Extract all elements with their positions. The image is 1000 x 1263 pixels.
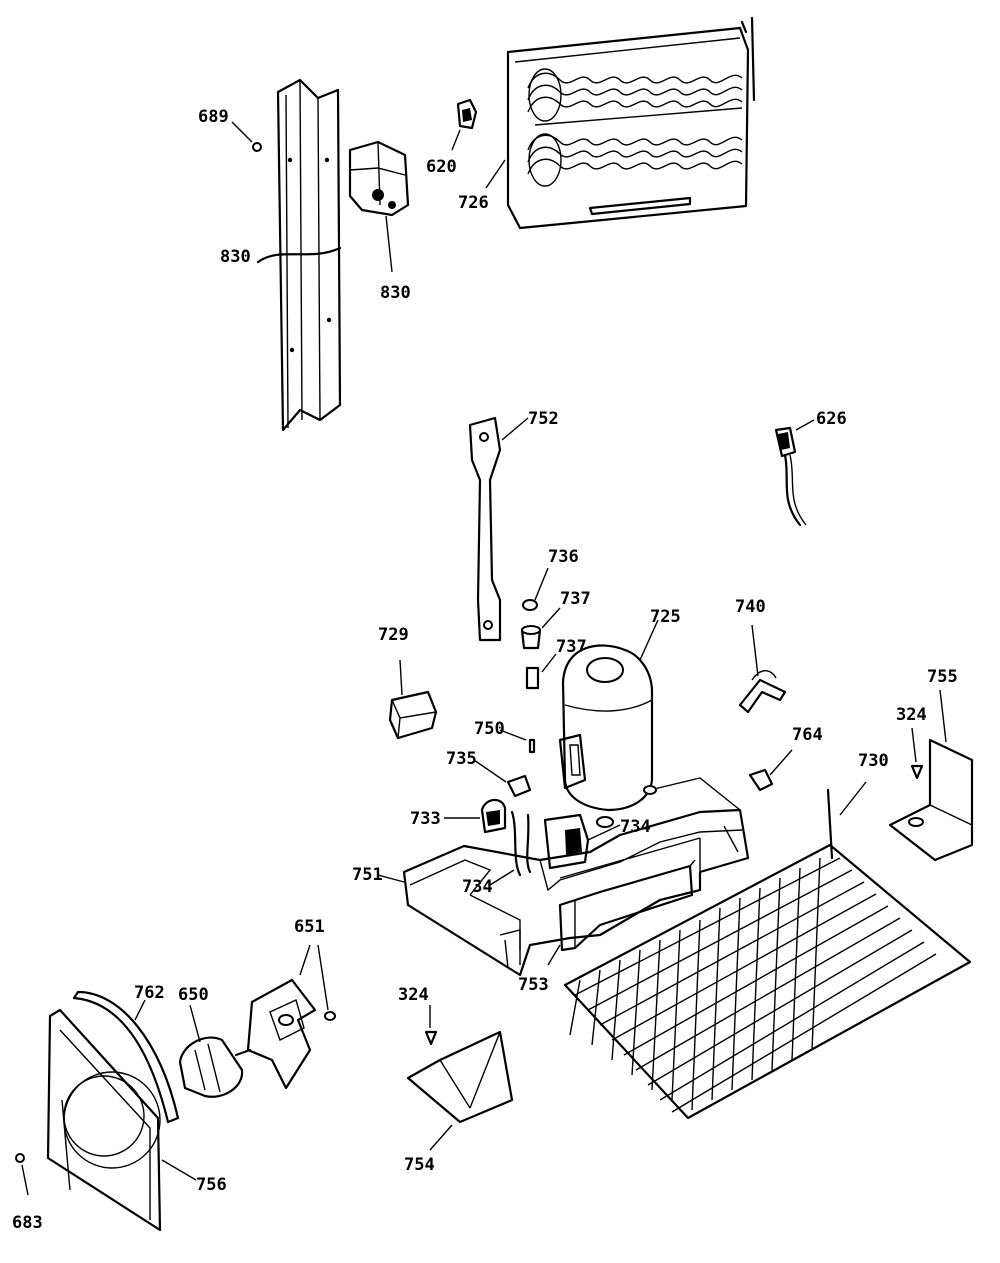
part-737-grommet-a[interactable] (520, 607, 561, 650)
part-683-screw[interactable] (15, 1153, 29, 1196)
part-750-screw[interactable] (499, 729, 536, 754)
callout-725: 725 (650, 607, 681, 627)
callout-751: 751 (352, 865, 383, 885)
part-830-channel[interactable] (256, 78, 342, 432)
callout-830-channel: 830 (220, 247, 251, 267)
part-830-bracket[interactable] (348, 140, 410, 273)
callout-324-b: 324 (398, 985, 429, 1005)
part-733-overload[interactable] (444, 798, 507, 834)
part-756-shroud[interactable] (46, 1008, 197, 1232)
callout-750: 750 (474, 719, 505, 739)
evaporator-coils (527, 68, 743, 187)
part-726-evaporator[interactable] (485, 16, 756, 230)
part-626-harness[interactable] (774, 419, 815, 527)
condenser-tubes (569, 857, 937, 1113)
callout-726: 726 (458, 193, 489, 213)
callout-755: 755 (927, 667, 958, 687)
callout-830-bracket: 830 (380, 283, 411, 303)
callout-733: 733 (410, 809, 441, 829)
part-651-fan[interactable] (246, 944, 336, 1090)
callout-729: 729 (378, 625, 409, 645)
callout-324-a: 324 (896, 705, 927, 725)
part-755-mount[interactable] (888, 689, 974, 862)
callout-689: 689 (198, 107, 229, 127)
callout-683: 683 (12, 1213, 43, 1233)
callout-737-a: 737 (560, 589, 591, 609)
part-764-clip[interactable] (748, 749, 793, 792)
callout-620: 620 (426, 157, 457, 177)
callout-650: 650 (178, 985, 209, 1005)
callout-626: 626 (816, 409, 847, 429)
part-324-screw-b[interactable] (424, 1005, 438, 1046)
part-729-relay[interactable] (388, 659, 438, 740)
callout-737-b: 737 (556, 637, 587, 657)
part-735-clip[interactable] (473, 759, 532, 798)
callout-734-a: 734 (620, 817, 651, 837)
part-754-mount[interactable] (406, 1030, 514, 1151)
callout-740: 740 (735, 597, 766, 617)
part-751-base-pan[interactable] (377, 777, 750, 977)
part-737-sleeve-b[interactable] (525, 653, 557, 690)
part-753-cover[interactable] (547, 859, 696, 966)
callout-736: 736 (548, 547, 579, 567)
callout-730: 730 (858, 751, 889, 771)
part-740-clip[interactable] (738, 624, 787, 714)
part-736-grommet[interactable] (522, 567, 549, 611)
part-734-wire-b[interactable] (489, 810, 532, 886)
callout-651: 651 (294, 917, 325, 937)
callout-735: 735 (446, 749, 477, 769)
part-689-screw[interactable] (231, 121, 262, 152)
callout-752: 752 (528, 409, 559, 429)
part-730-condenser[interactable] (563, 781, 972, 1120)
part-752-strap[interactable] (468, 416, 529, 642)
callout-754: 754 (404, 1155, 435, 1175)
part-650-motor[interactable] (178, 1004, 252, 1098)
part-620-clip[interactable] (451, 98, 478, 151)
callout-734-b: 734 (462, 877, 493, 897)
part-734-switch-a[interactable] (543, 813, 621, 870)
part-324-screw-a[interactable] (910, 727, 924, 780)
callout-753: 753 (518, 975, 549, 995)
callout-756: 756 (196, 1175, 227, 1195)
part-762-gasket[interactable] (72, 990, 180, 1124)
callout-762: 762 (134, 983, 165, 1003)
part-725-compressor[interactable] (558, 619, 659, 812)
callout-764: 764 (792, 725, 823, 745)
